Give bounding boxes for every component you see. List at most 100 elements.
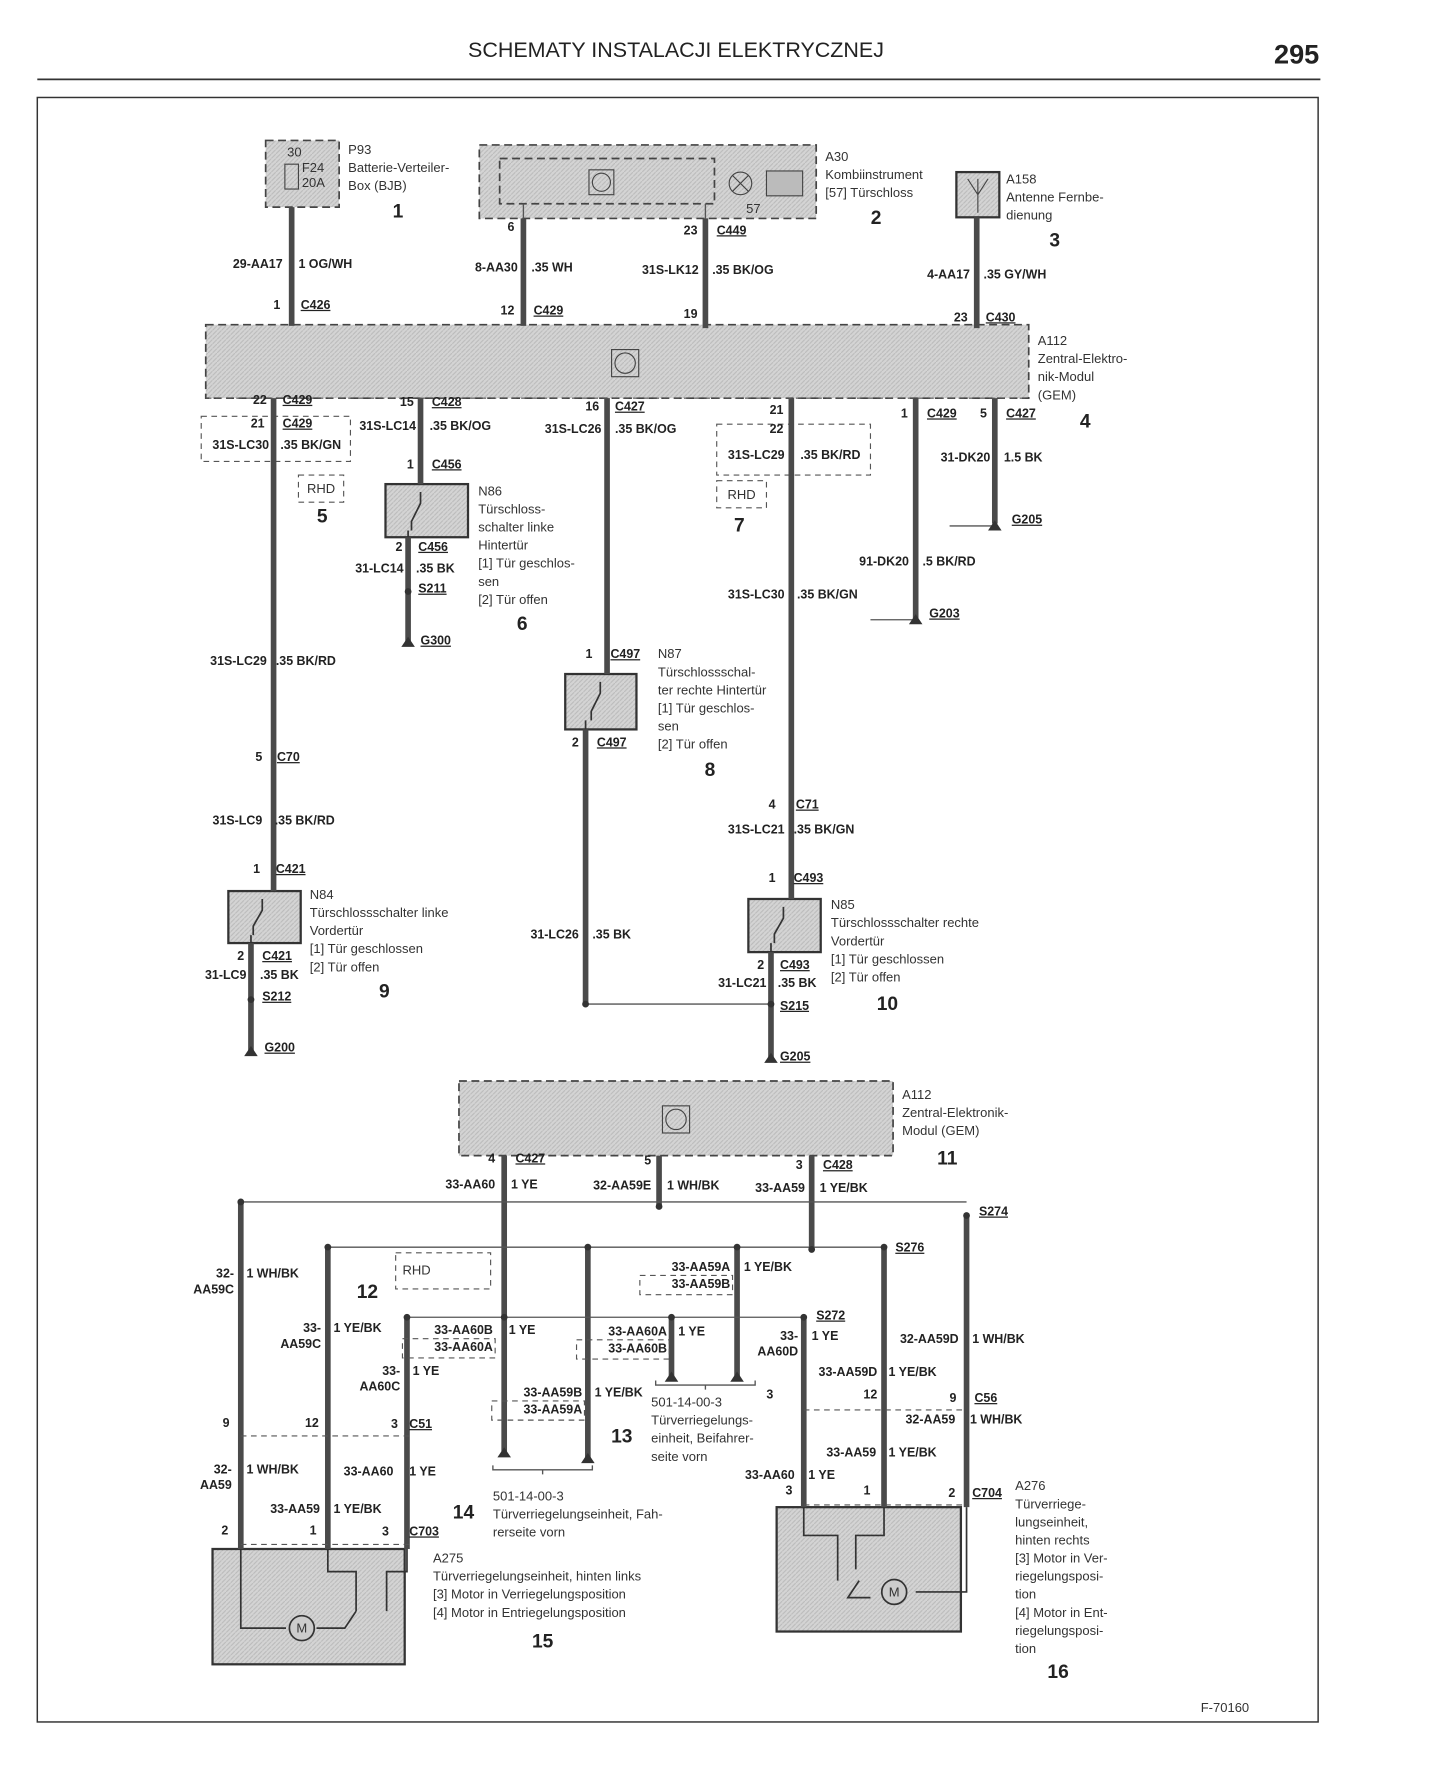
module-icon — [611, 349, 640, 378]
component-description: (GEM) — [1038, 387, 1076, 402]
component-description: [1] Tür geschlossen — [310, 941, 423, 956]
wire-spec-label: 1 WH/BK — [246, 1267, 298, 1281]
wire-spec-label: .35 BK/GN — [797, 587, 858, 601]
wire-circuit-label: 32-AA59 — [906, 1413, 956, 1427]
wire-spec-label: 1 WH/BK — [667, 1179, 719, 1193]
wire-alt-circuit-label: 33-AA59B — [672, 1277, 731, 1291]
wire-circuit-label: 33-AA59 — [826, 1445, 876, 1459]
connector-pin: 9 — [223, 1416, 230, 1430]
connector-pin: 1 — [769, 871, 776, 885]
component-number: 5 — [317, 507, 328, 528]
rhd-variant-box — [395, 1252, 492, 1290]
wire-spec-label: 1.5 BK — [1004, 450, 1043, 464]
component-description: [4] Motor in Entriegelungsposition — [433, 1605, 626, 1620]
wire-spec-label: .35 BK/RD — [275, 813, 335, 827]
connector-id: C427 — [1006, 406, 1036, 420]
connector-id: C429 — [927, 406, 957, 420]
component-description: Türschlossschal- — [658, 664, 756, 679]
connector-id: C428 — [432, 395, 462, 409]
a112-bottom-box — [458, 1080, 894, 1157]
wire-circuit-label: 32-AA59E — [593, 1179, 651, 1193]
n86-switch-box — [384, 482, 470, 539]
connector-id: C703 — [409, 1524, 439, 1538]
component-number: 1 — [393, 201, 404, 222]
connector-pin: 21 — [251, 417, 265, 431]
connector-pin: 19 — [684, 307, 698, 321]
component-shapes — [200, 139, 1030, 1666]
fuse-icon — [284, 163, 300, 190]
fuse-label: F24 — [302, 160, 324, 175]
component-id: N85 — [831, 897, 855, 912]
wire-alt-circuit-label: 33-AA59A — [524, 1402, 583, 1416]
splice-dot — [584, 1243, 592, 1251]
component-description: [2] Tür offen — [310, 959, 380, 974]
component-id: A112 — [902, 1087, 931, 1102]
connector-pin: 4 — [488, 1151, 495, 1165]
component-description: Türverriegelungseinheit, hinten links — [433, 1569, 642, 1584]
wire-spec-label: 1 WH/BK — [970, 1413, 1022, 1427]
component-id: A275 — [433, 1551, 463, 1566]
wire-circuit-label: 31S-LC9 — [213, 813, 263, 827]
component-description: Modul (GEM) — [902, 1123, 979, 1138]
component-description: lungseinheit, — [1015, 1514, 1088, 1529]
wire-circuit-label: 31S-LC29 — [210, 654, 267, 668]
figure-id: F-70160 — [1201, 1700, 1249, 1715]
component-description: Antenne Fernbe- — [1006, 189, 1104, 204]
wire-circuit-label: 8-AA30 — [475, 261, 518, 275]
component-description: hinten rechts — [1015, 1532, 1090, 1547]
wire-spec-label: .35 WH — [531, 261, 572, 275]
wire-spec-label: 1 YE/BK — [333, 1502, 381, 1516]
connector-pin: 1 — [407, 457, 414, 471]
wire-circuit-label: AA59C — [280, 1337, 321, 1351]
wire-circuit-label: 29-AA17 — [233, 257, 283, 271]
component-number: 2 — [871, 208, 882, 229]
component-description: [4] Motor in Ent- — [1015, 1605, 1107, 1620]
wire-spec-label: 1 YE — [678, 1324, 705, 1338]
connector-pin: 2 — [572, 735, 579, 749]
splice-dot — [237, 1198, 245, 1206]
wire-spec-label: 1 WH/BK — [246, 1462, 298, 1476]
splice-dot — [247, 996, 255, 1003]
wire-spec-label: 1 YE/BK — [820, 1181, 868, 1195]
wire-spec-label: 1 YE/BK — [744, 1260, 792, 1274]
component-description: Türschlossschalter linke — [310, 905, 449, 920]
component-description: [1] Tür geschlossen — [831, 951, 944, 966]
splice-dot — [324, 1243, 332, 1251]
wire-circuit-label: 31S-LC30 — [212, 438, 269, 452]
component-number: 13 — [611, 1427, 632, 1448]
wire-circuit-label: 33-AA59 — [270, 1502, 320, 1516]
wire-circuit-label: 32- — [214, 1462, 232, 1476]
connector-pin: 1 — [864, 1484, 871, 1498]
component-description: Türverriegelungs- — [651, 1413, 753, 1428]
n84-switch-box — [227, 889, 302, 945]
component-number: 8 — [705, 760, 716, 781]
wire-spec-label: 1 YE/BK — [333, 1321, 381, 1335]
wire-circuit-label: 91-DK20 — [859, 554, 909, 568]
wire-circuit-label: 33- — [780, 1329, 798, 1343]
connector-pin: 21 — [770, 403, 784, 417]
connector-id: C497 — [597, 735, 627, 749]
wire-circuit-label: 33-AA60 — [445, 1177, 495, 1191]
wire-circuit-label: 31S-LC14 — [359, 419, 416, 433]
module-icon — [661, 1105, 691, 1134]
component-description: Türverriege- — [1015, 1496, 1086, 1511]
connector-pin: 3 — [786, 1484, 793, 1498]
part-code: 501-14-00-3 — [651, 1395, 722, 1410]
component-number: 14 — [453, 1502, 475, 1523]
wire-circuit-label: 31-LC14 — [355, 561, 403, 575]
splice-dot — [808, 1246, 816, 1253]
connector-id: C456 — [418, 540, 448, 554]
component-description: nik-Modul — [1038, 369, 1094, 384]
component-description: Kombiinstrument — [825, 167, 923, 182]
component-description: [2] Tür offen — [831, 970, 901, 985]
wire-spec-label: .35 BK/GN — [794, 822, 855, 836]
component-number: 15 — [532, 1631, 554, 1652]
ground-icon — [988, 520, 1002, 531]
p93-box — [264, 139, 340, 208]
connector-id: C421 — [276, 862, 306, 876]
wire-spec-label: .35 BK/OG — [712, 263, 773, 277]
ground-icon — [581, 1452, 595, 1464]
splice-ground-label: S215 — [780, 999, 809, 1013]
splice-ground-label: S272 — [816, 1309, 845, 1323]
component-id: A112 — [1038, 333, 1067, 348]
